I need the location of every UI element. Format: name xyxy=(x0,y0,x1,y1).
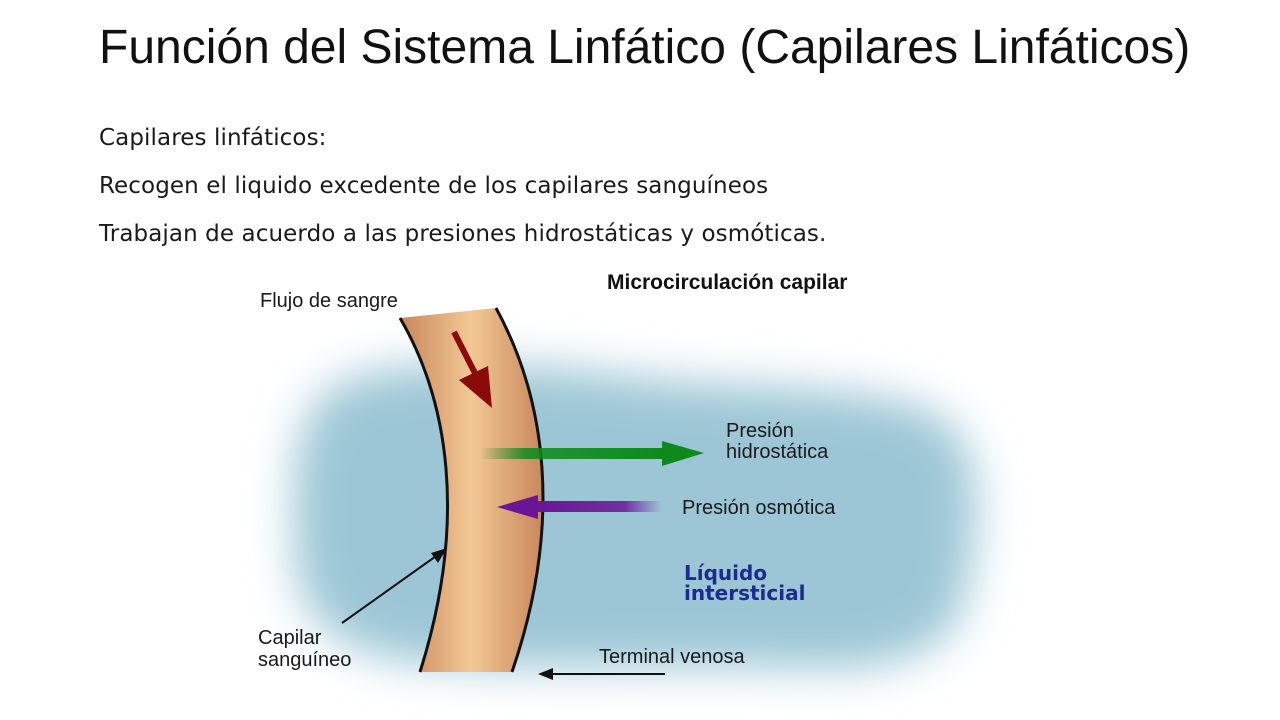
venous-terminal-arrow xyxy=(538,668,665,680)
interstitial-fluid-label: Líquido intersticial xyxy=(684,561,805,605)
slide-title: Función del Sistema Linfático (Capilares… xyxy=(99,21,1191,74)
bullet-item: Recogen el liquido excedente de los capi… xyxy=(99,173,769,199)
hydrostatic-pressure-label: Presión hidrostática xyxy=(726,420,829,463)
blood-flow-arrow xyxy=(451,330,492,408)
bullet-list: Capilares linfáticos: Recogen el liquido… xyxy=(99,118,1199,262)
osmotic-pressure-arrow xyxy=(497,495,662,519)
capillary-pointer-arrow xyxy=(341,548,447,624)
diagram-heading: Microcirculación capilar xyxy=(607,271,847,294)
bullet-item: Trabajan de acuerdo a las presiones hidr… xyxy=(99,221,827,247)
bullet-item: Capilares linfáticos: xyxy=(99,125,327,151)
osmotic-pressure-label: Presión osmótica xyxy=(682,497,836,519)
hydrostatic-pressure-arrow xyxy=(480,441,704,466)
venous-terminal-label: Terminal venosa xyxy=(599,646,746,668)
blood-flow-label: Flujo de sangre xyxy=(260,290,398,312)
interstitial-fluid-area xyxy=(293,364,977,669)
blood-capillary xyxy=(398,307,545,673)
blood-capillary-label: Capilar sanguíneo xyxy=(258,627,351,671)
